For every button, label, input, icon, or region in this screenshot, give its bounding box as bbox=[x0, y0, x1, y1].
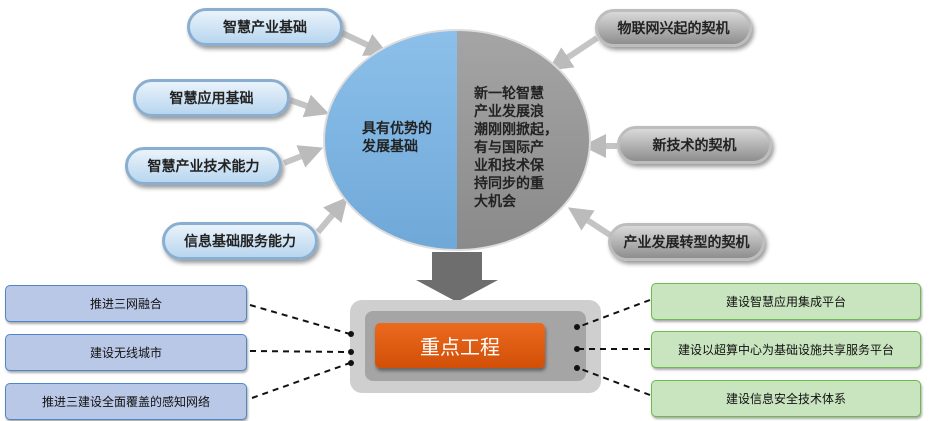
circle-right-half bbox=[457, 30, 590, 250]
left-pill-1: 智慧产业基础 bbox=[187, 8, 343, 46]
key-projects-label: 重点工程 bbox=[375, 323, 545, 368]
circle-right-text: 新一轮智慧 产业发展浪 潮刚刚掀起， 有与国际产 业和技术保 持同步的重 大机会 bbox=[474, 86, 558, 210]
down-arrow bbox=[416, 252, 498, 302]
right-box-2: 建设以超算中心为基础设施共享服务平台 bbox=[651, 331, 921, 368]
circle-left-text: 具有优势的 发展基础 bbox=[362, 121, 432, 155]
right-pill-3: 产业发展转型的契机 bbox=[608, 223, 765, 261]
dashed-lines bbox=[249, 299, 651, 399]
arrows bbox=[282, 29, 617, 238]
right-box-1: 建设智慧应用集成平台 bbox=[651, 283, 921, 320]
left-box-1: 推进三网融合 bbox=[5, 285, 247, 322]
left-box-3: 推进三建设全面覆盖的感知网络 bbox=[5, 383, 247, 420]
circle-left-half bbox=[324, 30, 457, 250]
right-box-3: 建设信息安全技术体系 bbox=[651, 380, 921, 417]
left-pill-2: 智慧应用基础 bbox=[133, 79, 290, 117]
left-pill-4: 信息基础服务能力 bbox=[162, 222, 318, 260]
right-pill-2: 新技术的契机 bbox=[617, 126, 772, 164]
left-pill-3: 智慧产业技术能力 bbox=[125, 147, 282, 185]
right-pill-1: 物联网兴起的契机 bbox=[595, 9, 752, 47]
left-box-2: 建设无线城市 bbox=[5, 334, 247, 371]
